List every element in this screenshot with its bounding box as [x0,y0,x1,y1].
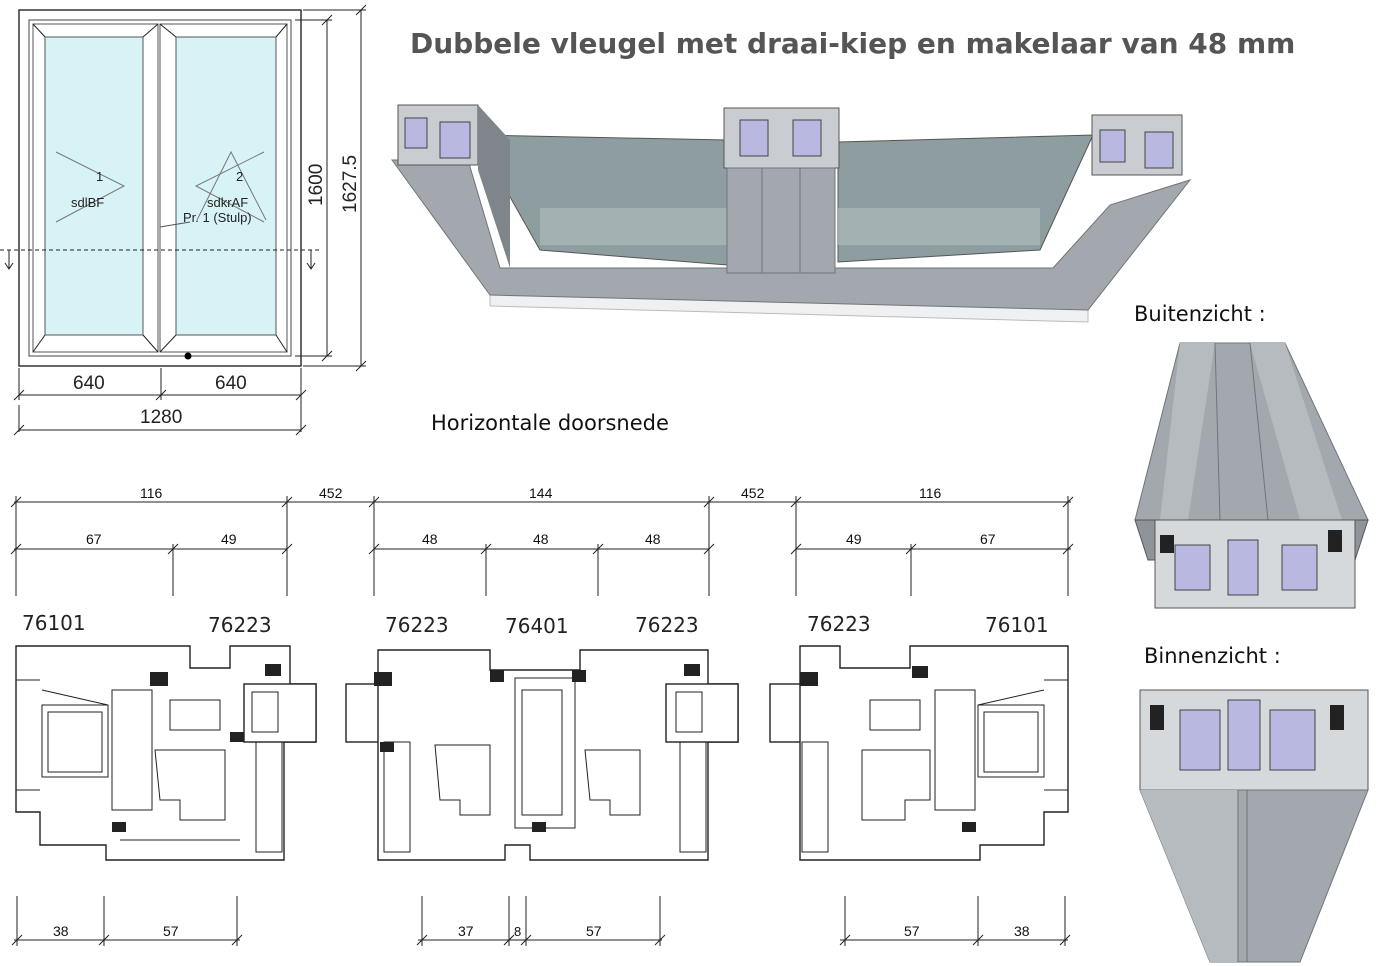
outside-view-label: Buitenzicht : [1134,302,1266,326]
window-elevation: 1 sdlBF 2 sdkrAF Pr. 1 (Stulp) 640 640 1… [0,4,367,436]
section-middle [345,649,739,861]
dim-bottom-right-b: 38 [1014,923,1030,939]
profile-code-right-sash: 76223 [807,612,871,636]
page-title: Dubbele vleugel met draai-kiep en makela… [410,27,1295,60]
profile-code-left-sash: 76223 [208,613,272,637]
opening-symbol-2 [194,151,265,223]
dim-right-a: 49 [846,531,862,547]
inside-view-render [1139,689,1369,963]
dim-right-total: 116 [919,485,942,501]
dim-bottom-mid-b: 8 [514,924,521,939]
dim-gap-right: 452 [741,485,765,501]
section-right [769,645,1069,861]
profile-code-mid-sash-right: 76223 [635,613,699,637]
profile-code-right-frame: 76101 [985,613,1049,637]
sash-2-glass [175,36,277,336]
dim-left-total: 116 [140,485,163,501]
dim-left-a: 67 [86,531,102,547]
sash-1-type: sdlBF [71,195,104,210]
top-dimension-chains: 116 452 144 452 116 67 49 48 48 48 49 67 [10,485,1074,596]
sash-2-type: sdkrAF [207,195,248,210]
inside-view-label: Binnenzicht : [1144,644,1281,668]
dim-bottom-left-a: 38 [53,923,69,939]
dim-width-right: 640 [215,373,247,394]
dim-mid-b: 48 [533,531,549,547]
dim-bottom-left-b: 57 [163,923,179,939]
dim-gap-left: 452 [319,485,343,501]
profile-code-mullion: 76401 [505,614,569,638]
handle-dot [184,352,192,360]
outside-view-render [1134,342,1369,609]
dim-right-b: 67 [980,531,996,547]
tilt-symbol-2 [196,150,267,221]
profile-code-mid-sash-left: 76223 [385,613,449,637]
sash-1-number: 1 [96,169,103,184]
sash-1-glass [44,36,144,336]
profile-body [391,159,1192,311]
opening-symbol-1 [55,151,126,223]
dim-bottom-mid-a: 37 [458,923,474,939]
dim-mid-total: 144 [529,485,553,501]
dim-width-left: 640 [73,373,105,394]
dim-left-b: 49 [221,531,237,547]
isometric-view [391,104,1192,323]
dim-bottom-mid-c: 57 [586,923,602,939]
glass-pane-left [474,134,728,266]
dim-bottom-right-a: 57 [904,923,920,939]
dim-mid-c: 48 [645,531,661,547]
dim-mid-a: 48 [422,531,438,547]
profile-code-left-frame: 76101 [22,611,86,635]
section-left [15,645,317,861]
section-caption: Horizontale doorsnede [431,411,669,435]
dim-height-inner: 1600 [306,164,327,206]
mullion-label: Pr. 1 (Stulp) [183,210,252,225]
dim-width-total: 1280 [140,407,182,428]
dim-height-total: 1627.5 [340,155,361,213]
bottom-dimension-chains: 38 57 37 8 57 57 38 [11,896,1071,946]
sash-2-number: 2 [236,169,243,184]
